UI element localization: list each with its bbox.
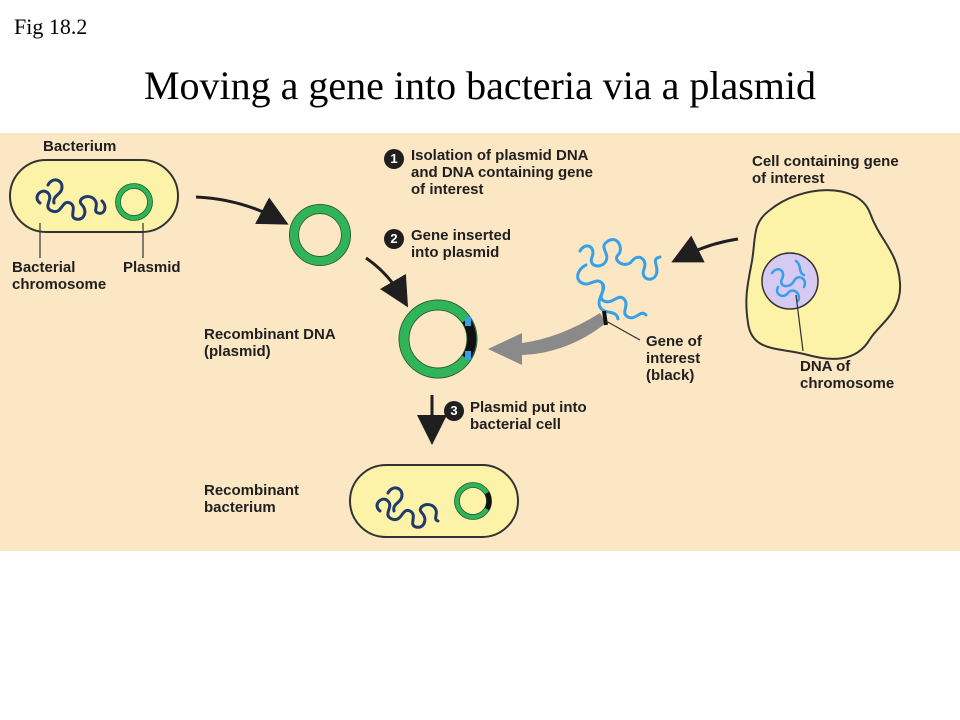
diagram-panel: Bacterium Bacterial chromosome Plasmid R… [0, 133, 960, 551]
gene-of-interest-label: Gene of interest (black) [646, 333, 702, 384]
step-3-text: Plasmid put into bacterial cell [470, 399, 587, 433]
eukaryotic-cell [745, 189, 902, 360]
step-1-text: Isolation of plasmid DNA and DNA contain… [411, 147, 593, 198]
recombinant-bacterium-cell [349, 464, 519, 538]
arrow-insert-gene [365, 256, 409, 308]
step-1-badge: 1 [384, 149, 404, 169]
recombinant-bacterium-plasmid [454, 482, 492, 520]
diagram-drawing [9, 159, 902, 538]
step-2-badge: 2 [384, 229, 404, 249]
plasmid-label: Plasmid [123, 259, 181, 276]
recombinant-plasmid [398, 299, 478, 379]
recombinant-dna-label: Recombinant DNA (plasmid) [204, 326, 336, 360]
bacterium-cell [9, 159, 179, 233]
arrow-extract-gene [671, 235, 739, 263]
recombinant-bacterium-label: Recombinant bacterium [204, 482, 300, 516]
step-2-text: Gene inserted into plasmid [411, 227, 512, 261]
recombinant-chromosome-squiggle [375, 486, 440, 529]
isolated-plasmid [289, 204, 351, 266]
gene-dna-squiggle [576, 238, 662, 321]
page-title: Moving a gene into bacteria via a plasmi… [143, 63, 816, 108]
chromosome-dna-squiggle [770, 259, 807, 303]
cell-containing-gene-label: Cell containing gene of interest [752, 153, 899, 187]
bacterial-chromosome-label: Bacterial chromosome [12, 259, 107, 293]
nucleus [761, 252, 819, 310]
arrow-gene-to-plasmid [488, 313, 606, 365]
dna-of-chromosome-label: DNA of chromosome [800, 358, 895, 392]
figure-label: Fig 18.2 [14, 14, 88, 39]
plasmid-ring [115, 183, 153, 221]
bacterium-label: Bacterium [43, 138, 117, 155]
step-3-badge: 3 [444, 401, 464, 421]
bacterial-chromosome-squiggle [35, 178, 107, 221]
arrow-isolate-plasmid [195, 195, 289, 225]
